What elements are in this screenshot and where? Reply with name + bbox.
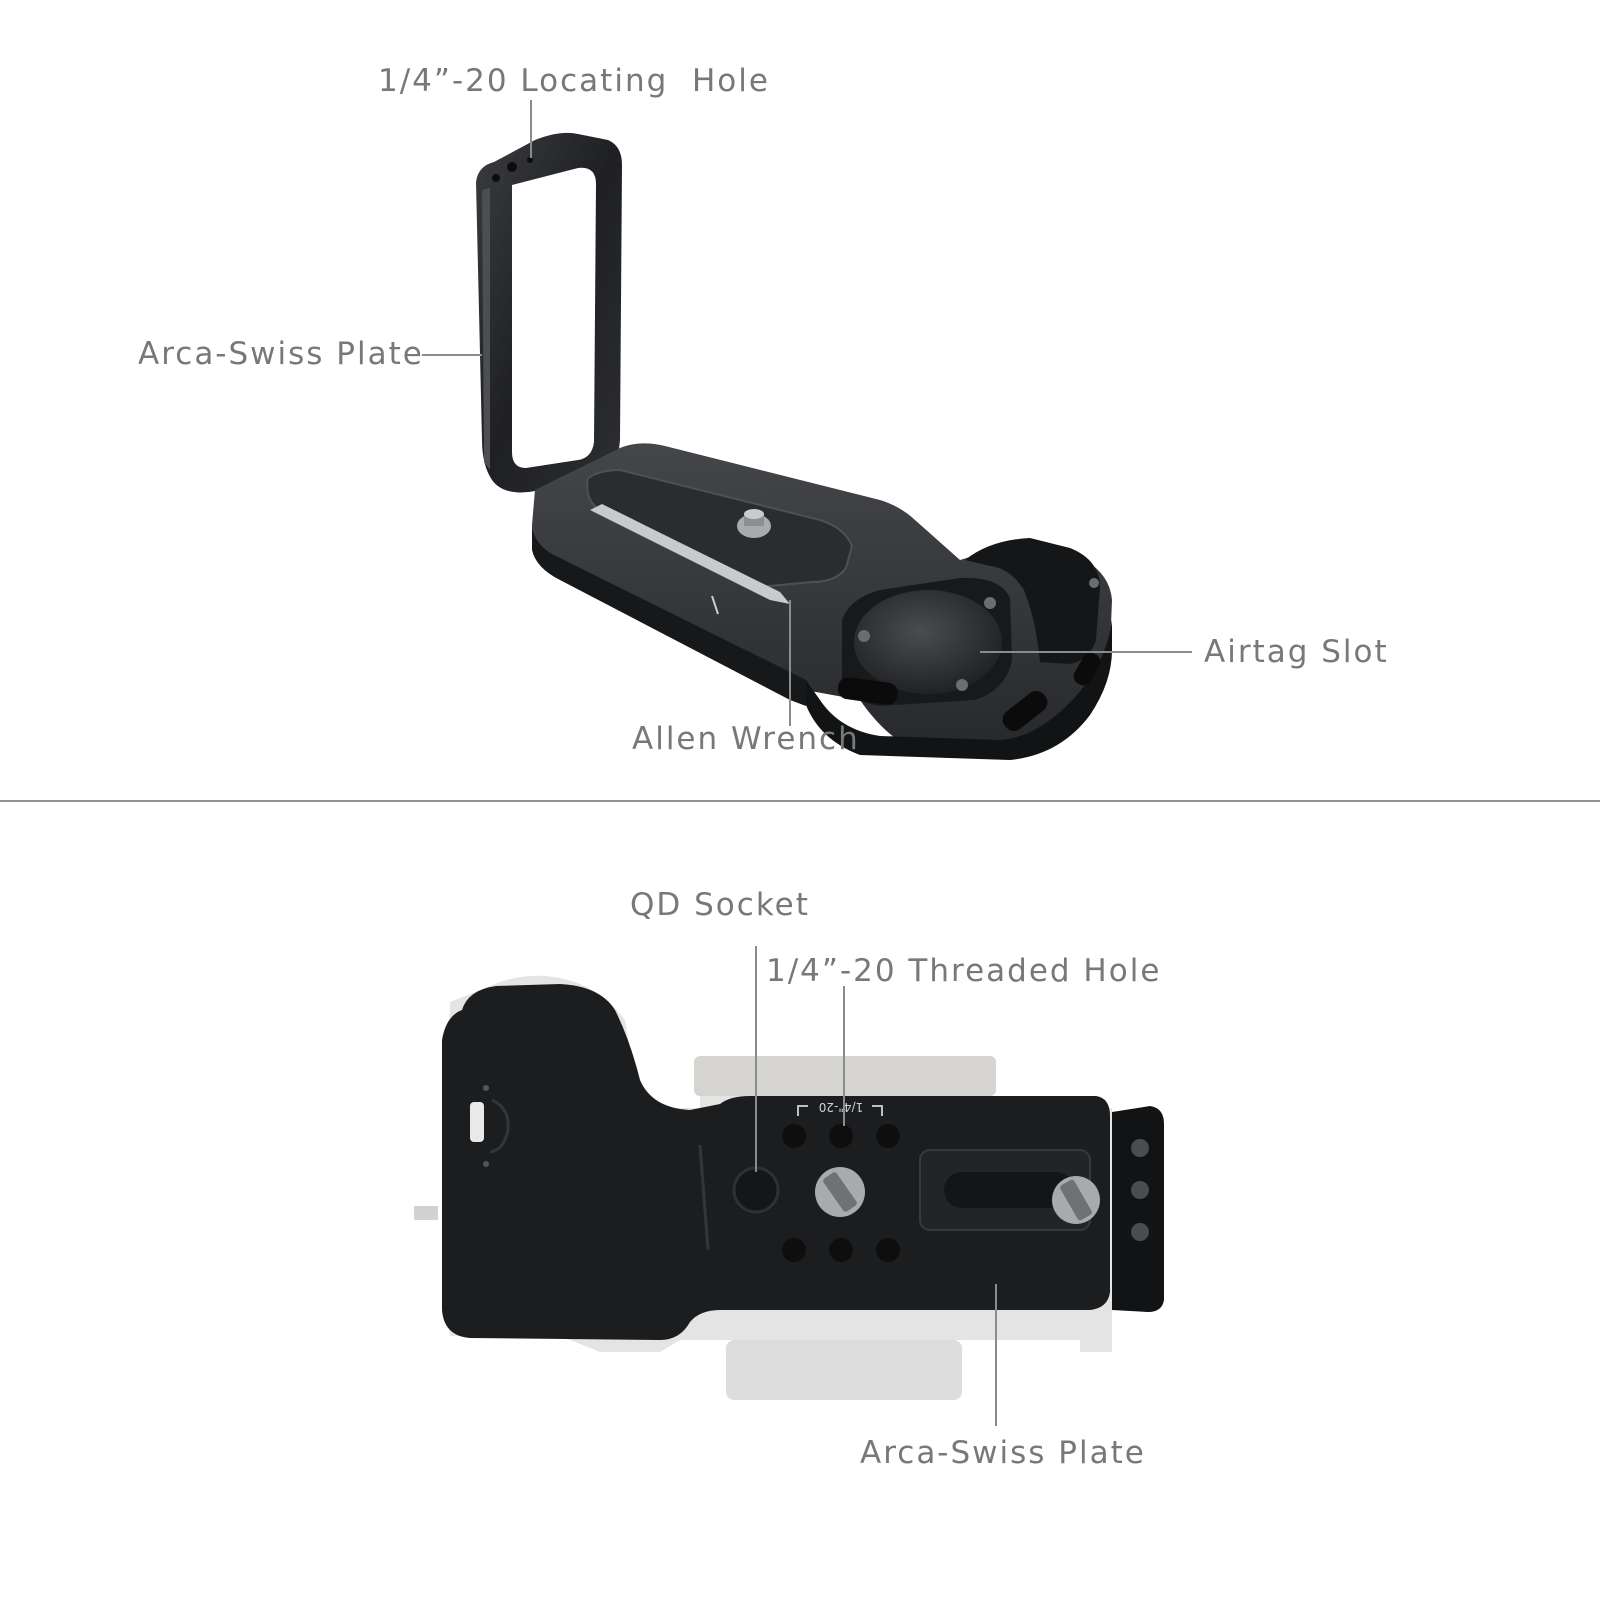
side-arca-rail: [1112, 1106, 1164, 1312]
callout-locating-hole: 1/4”-20 Locating Hole: [378, 63, 770, 99]
bottom-leader-lines: [755, 946, 997, 1426]
callout-allen-wrench: Allen Wrench: [632, 721, 860, 757]
callout-airtag-slot: Airtag Slot: [1204, 634, 1389, 670]
qd-socket: [732, 1166, 780, 1214]
callout-threaded-hole: 1/4”-20 Threaded Hole: [766, 953, 1162, 989]
airtag-disc: [854, 590, 1002, 694]
allen-wrench: [711, 595, 719, 615]
side-slot: [837, 677, 898, 705]
engraving-label: 1/4"-20: [819, 1100, 863, 1114]
locating-hole: [507, 162, 517, 172]
mounting-holes: [782, 1124, 900, 1262]
callout-arca-plate-top: Arca-Swiss Plate: [138, 336, 424, 372]
eyecup-ghost: [726, 1340, 962, 1400]
grip-base-plate: [442, 984, 1110, 1340]
vertical-plate-window: [512, 167, 596, 469]
callout-arca-plate-bottom: Arca-Swiss Plate: [860, 1435, 1146, 1471]
threaded-hole: [829, 1124, 853, 1148]
top-leader-lines: [422, 100, 1192, 726]
grip-frame: [965, 538, 1100, 664]
l-bracket-perspective: [476, 132, 1112, 760]
callout-qd-socket: QD Socket: [630, 887, 810, 923]
l-bracket-bottom-view: 1/4"-20: [442, 984, 1164, 1340]
